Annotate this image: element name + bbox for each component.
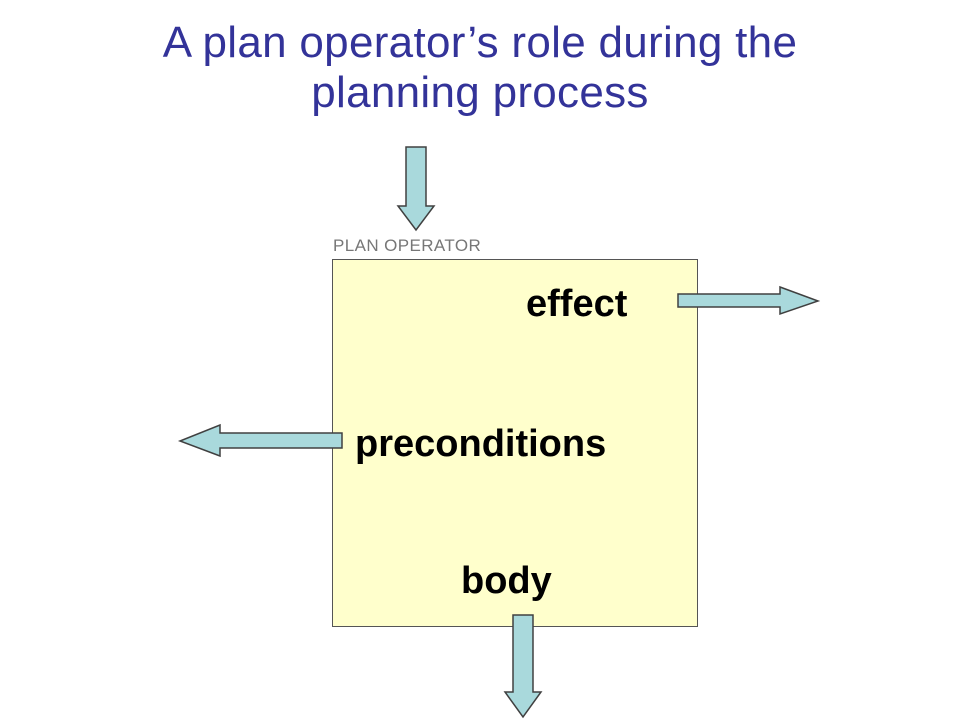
down-arrow-icon xyxy=(503,614,543,719)
left-arrow-icon xyxy=(177,423,343,458)
preconditions-label: preconditions xyxy=(355,423,607,465)
effect-label: effect xyxy=(526,283,628,325)
slide-title: A plan operator’s role during the planni… xyxy=(40,18,920,118)
right-arrow-icon xyxy=(677,285,821,316)
plan-operator-label: PLAN OPERATOR xyxy=(333,236,482,255)
title-line-2: planning process xyxy=(311,68,649,117)
title-line-1: A plan operator’s role during the xyxy=(162,18,798,67)
body-label: body xyxy=(461,560,552,602)
down-arrow-icon xyxy=(396,146,436,232)
plan-operator-box xyxy=(332,259,698,627)
